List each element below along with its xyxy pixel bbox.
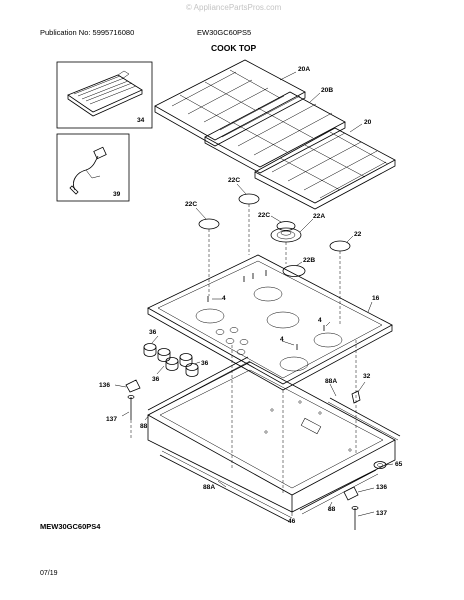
part-label-20: 20 <box>364 119 372 126</box>
part-label-137-left: 137 <box>106 416 117 423</box>
part-label-136-right: 136 <box>376 484 387 491</box>
knob-sockets <box>215 327 249 355</box>
part-label-34: 34 <box>137 117 145 124</box>
griddle-illustration <box>67 70 143 117</box>
part-label-22a: 22A <box>313 213 325 220</box>
part-label-39: 39 <box>113 191 121 198</box>
part-label-46: 46 <box>288 518 296 525</box>
seal-88a-bottom <box>159 450 293 523</box>
wiring-inset: 39 <box>56 133 130 202</box>
wiring-harness-illustration <box>69 146 107 195</box>
cap-22-right <box>329 240 351 252</box>
part-label-137-right: 137 <box>376 510 387 517</box>
burner-ports <box>195 286 343 372</box>
part-label-88-left: 88 <box>140 423 148 430</box>
bracket-136-left <box>125 379 141 393</box>
part-label-88a-bottom: 88A <box>203 484 215 491</box>
seal-88-bottom <box>299 469 379 515</box>
part-label-88-bottom: 88 <box>328 506 336 513</box>
alignment-lines <box>130 204 357 495</box>
seal-88a-right <box>327 397 401 441</box>
cap-22b <box>282 265 306 277</box>
grate-left <box>154 59 306 147</box>
part-label-36-top: 36 <box>149 329 157 336</box>
grate-right <box>254 127 396 210</box>
part-label-22c-top: 22C <box>228 177 240 184</box>
screw-137-right <box>351 506 359 530</box>
part-label-4-left: 4 <box>222 295 226 302</box>
part-label-88a-right: 88A <box>325 378 337 385</box>
model-number-bottom: MEW30GC60PS4 <box>40 522 101 531</box>
part-label-36-right: 36 <box>201 360 209 367</box>
part-label-32: 32 <box>363 373 371 380</box>
part-label-16: 16 <box>372 295 380 302</box>
section-title: COOK TOP <box>211 43 257 53</box>
part-label-136-left: 136 <box>99 382 110 389</box>
part-label-22c-left: 22C <box>185 201 197 208</box>
leader-lines <box>114 71 394 517</box>
cap-22c-mid <box>276 221 296 231</box>
grate-center <box>204 91 346 174</box>
bracket-136-right <box>343 486 359 501</box>
mounting-holes <box>264 400 352 452</box>
screws-4 <box>207 270 325 350</box>
part-label-65: 65 <box>395 461 403 468</box>
part-label-4-bottom: 4 <box>280 336 284 343</box>
publication-number: Publication No: 5995716080 <box>40 28 135 37</box>
revision-date: 07/19 <box>40 570 58 577</box>
part-label-22: 22 <box>354 231 362 238</box>
seal-88-left <box>147 356 251 415</box>
watermark: © AppliancePartsPros.com <box>186 3 282 12</box>
part-labels: 20A 20B 20 22C 22C 22C 22A 22 22B 4 4 4 … <box>99 66 403 525</box>
model-number-top: EW30GC60PS5 <box>197 28 252 37</box>
part-label-20a: 20A <box>298 66 310 73</box>
cap-22c-top <box>238 193 260 205</box>
screw-137-left <box>127 395 135 420</box>
griddle-inset: 34 <box>56 61 153 129</box>
knobs-36 <box>143 343 199 377</box>
bottom-box-46 <box>147 361 396 513</box>
part-label-4-right: 4 <box>318 317 322 324</box>
part-label-22b: 22B <box>303 257 315 264</box>
part-label-20b: 20B <box>321 87 333 94</box>
part-label-36-bottom: 36 <box>152 376 160 383</box>
part-label-22c-mid: 22C <box>258 212 270 219</box>
cooktop-16 <box>147 254 393 391</box>
cap-22c-left <box>198 218 220 230</box>
